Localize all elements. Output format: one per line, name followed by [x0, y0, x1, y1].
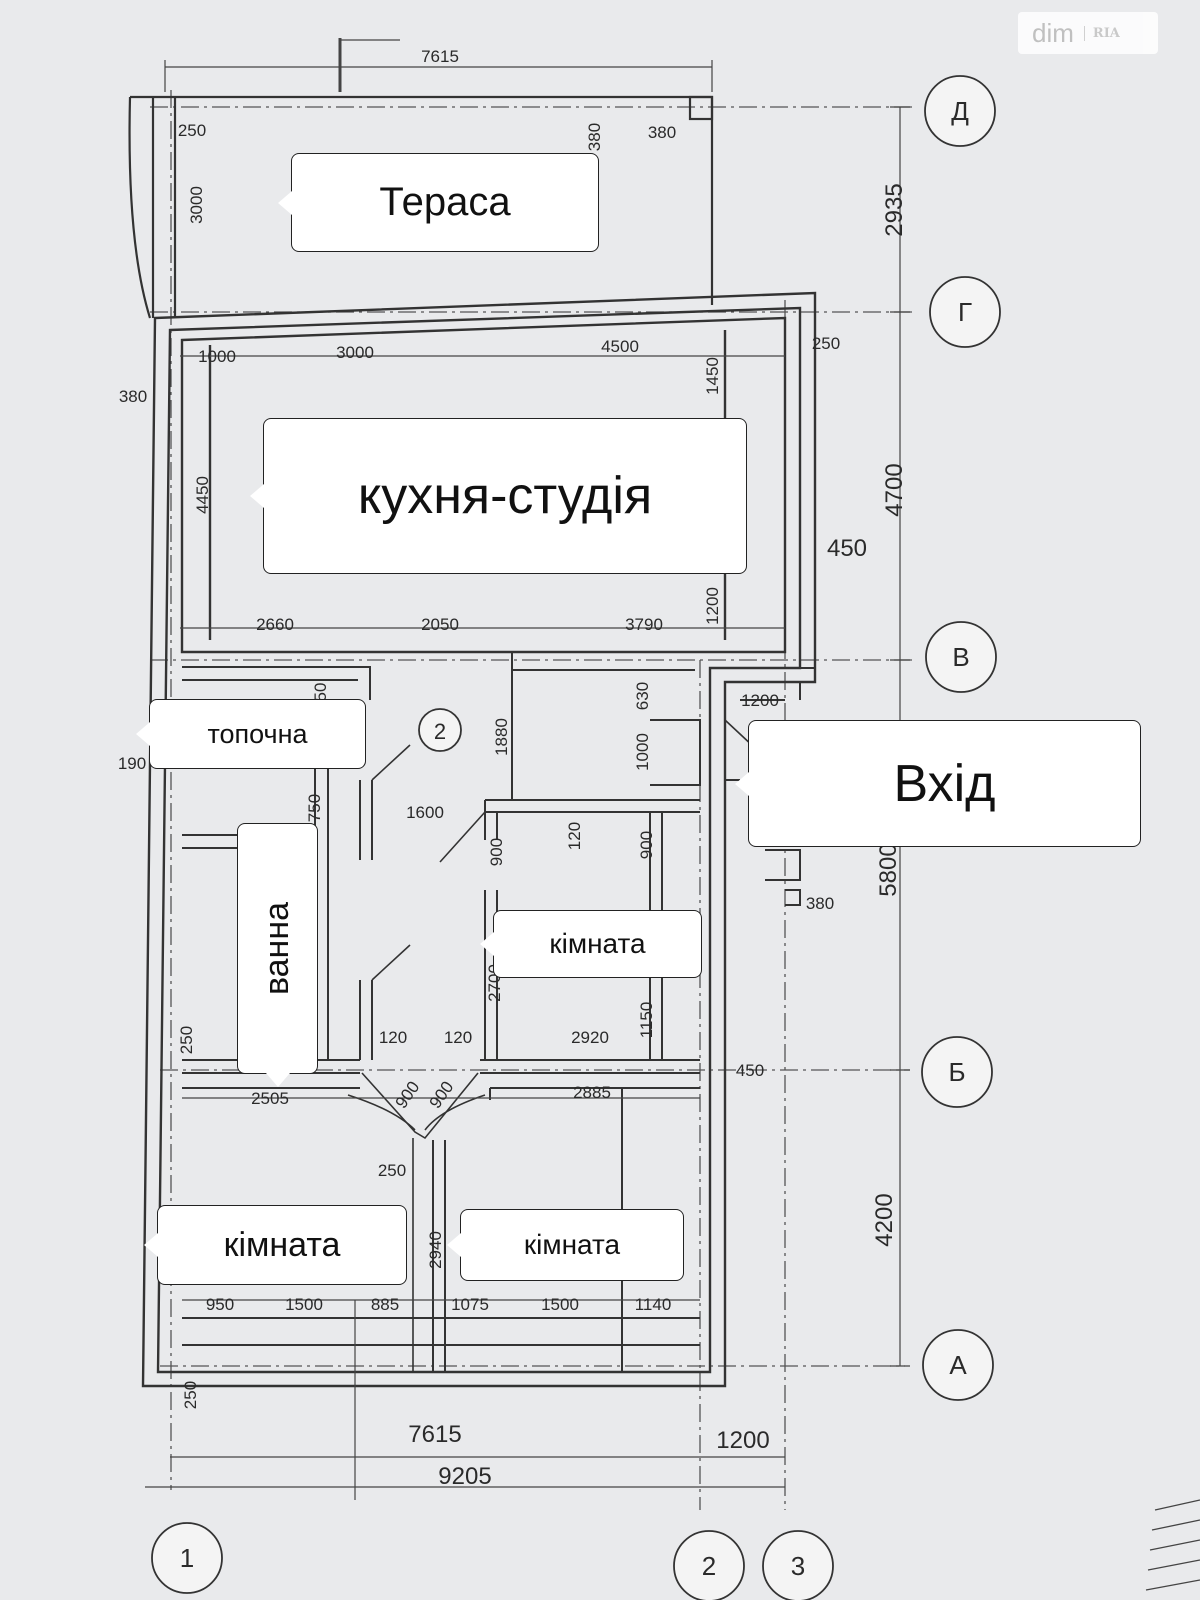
callout-entrance-text: Вхід — [893, 754, 996, 813]
dim-right-2935: 2935 — [881, 183, 908, 236]
dim-door-900b: 900 — [637, 831, 656, 859]
callout-bath-text: ванна — [258, 901, 296, 996]
dim-porch-1000: 1000 — [633, 733, 652, 771]
dim-top-total: 7615 — [421, 47, 459, 66]
dimension-texts-vertical: 380 3000 2935 1450 4450 4700 1200 50 630… — [177, 123, 908, 1409]
dim-wall-250: 250 — [378, 1161, 406, 1180]
terrace-walls — [128, 95, 714, 319]
callout-room-center-text: кімната — [549, 928, 646, 959]
axis-label-b: Б — [948, 1057, 965, 1087]
dim-right-450: 450 — [827, 535, 867, 562]
callout-room-right: кімната — [460, 1209, 684, 1281]
dim-3000: 3000 — [336, 343, 374, 362]
dim-terrace-380b: 380 — [648, 123, 676, 142]
dim-porch-380: 380 — [806, 894, 834, 913]
dim-bot-1140: 1140 — [635, 1295, 672, 1314]
axis-label-d: Д — [951, 96, 969, 126]
axis-label-3: 3 — [791, 1551, 805, 1581]
dim-wall-120a: 120 — [565, 822, 584, 850]
watermark-ria: RIA — [1083, 25, 1120, 41]
callout-entrance: Вхід — [748, 720, 1141, 847]
dim-boiler-50: 50 — [311, 683, 330, 702]
axis-label-v: В — [952, 642, 969, 672]
dim-terrace-380a: 380 — [585, 123, 604, 151]
callout-terrace-text: Тераса — [379, 180, 511, 224]
dim-left-380: 380 — [119, 387, 147, 406]
dim-bot-885: 885 — [371, 1295, 399, 1314]
dim-terrace-depth: 3000 — [187, 186, 206, 224]
dim-room-1150: 1150 — [637, 1002, 656, 1039]
callout-room-center: кімната — [493, 910, 702, 978]
dim-120b: 120 — [379, 1028, 407, 1047]
dim-kitchen-1200: 1200 — [703, 587, 722, 625]
axis-label-a: А — [949, 1350, 967, 1380]
room-mark: 2 — [434, 719, 446, 744]
callout-room-left: кімната — [157, 1205, 407, 1285]
dim-bot-1500a: 1500 — [285, 1295, 323, 1314]
dim-terrace-wall: 250 — [178, 121, 206, 140]
dim-door-900a: 900 — [487, 838, 506, 866]
stair-fragment — [1145, 1499, 1200, 1591]
axis-label-1: 1 — [180, 1543, 194, 1573]
dim-bot-1500b: 1500 — [541, 1295, 579, 1314]
dim-right-4200: 4200 — [871, 1193, 898, 1246]
dim-kitchen-1450: 1450 — [703, 357, 722, 395]
dim-4500: 4500 — [601, 337, 639, 356]
dim-boiler-750: 750 — [305, 794, 324, 822]
dim-porch-1200: 1200 — [741, 691, 779, 710]
callout-boiler-text: топочна — [207, 718, 308, 749]
callout-room-right-text: кімната — [523, 1229, 621, 1260]
callout-terrace: Тераса — [291, 153, 599, 252]
dim-120c: 120 — [444, 1028, 472, 1047]
axis-label-2: 2 — [702, 1551, 716, 1581]
dim-1000: 1000 — [198, 347, 236, 366]
dim-right-450b: 450 — [736, 1061, 764, 1080]
dim-2505: 2505 — [251, 1089, 289, 1108]
callout-room-left-text: кімната — [223, 1225, 341, 1264]
dim-right-4700: 4700 — [881, 463, 908, 516]
dim-bot-1075: 1075 — [451, 1295, 489, 1314]
watermark-site: dim — [1032, 17, 1074, 48]
house-walls — [141, 291, 817, 1388]
dim-room-2940: 2940 — [426, 1231, 445, 1269]
dim-250: 250 — [812, 334, 840, 353]
dim-bot-7615: 7615 — [408, 1421, 461, 1448]
dimension-texts: 7615 250 380 1000 3000 4500 250 380 450 … — [118, 47, 867, 1490]
callout-kitchen: кухня-студія — [263, 418, 747, 574]
dim-2660: 2660 — [256, 615, 294, 634]
dim-kitchen-4450: 4450 — [193, 476, 212, 514]
dim-left-190: 190 — [118, 754, 146, 773]
dim-right-5800: 5800 — [875, 843, 902, 896]
watermark-logo: dim RIA — [1018, 12, 1158, 54]
dim-2050: 2050 — [421, 615, 459, 634]
dim-bot-9205: 9205 — [438, 1463, 491, 1490]
dim-hall-1880: 1880 — [492, 718, 511, 756]
dim-3790: 3790 — [625, 615, 663, 634]
dim-porch-630: 630 — [633, 682, 652, 710]
callout-kitchen-text: кухня-студія — [357, 467, 653, 525]
axis-bubbles — [151, 75, 1001, 1600]
callout-bath: ванна — [237, 823, 318, 1074]
dim-bot-1200: 1200 — [716, 1427, 769, 1454]
dim-bath-250: 250 — [177, 1026, 196, 1054]
dim-1600: 1600 — [406, 803, 444, 822]
axis-label-g: Г — [958, 297, 972, 327]
dim-bot-950: 950 — [206, 1295, 234, 1314]
callout-boiler: топочна — [149, 699, 366, 769]
dim-2920: 2920 — [571, 1028, 609, 1047]
dim-2885: 2885 — [573, 1083, 611, 1102]
dim-bot-250: 250 — [181, 1381, 200, 1409]
